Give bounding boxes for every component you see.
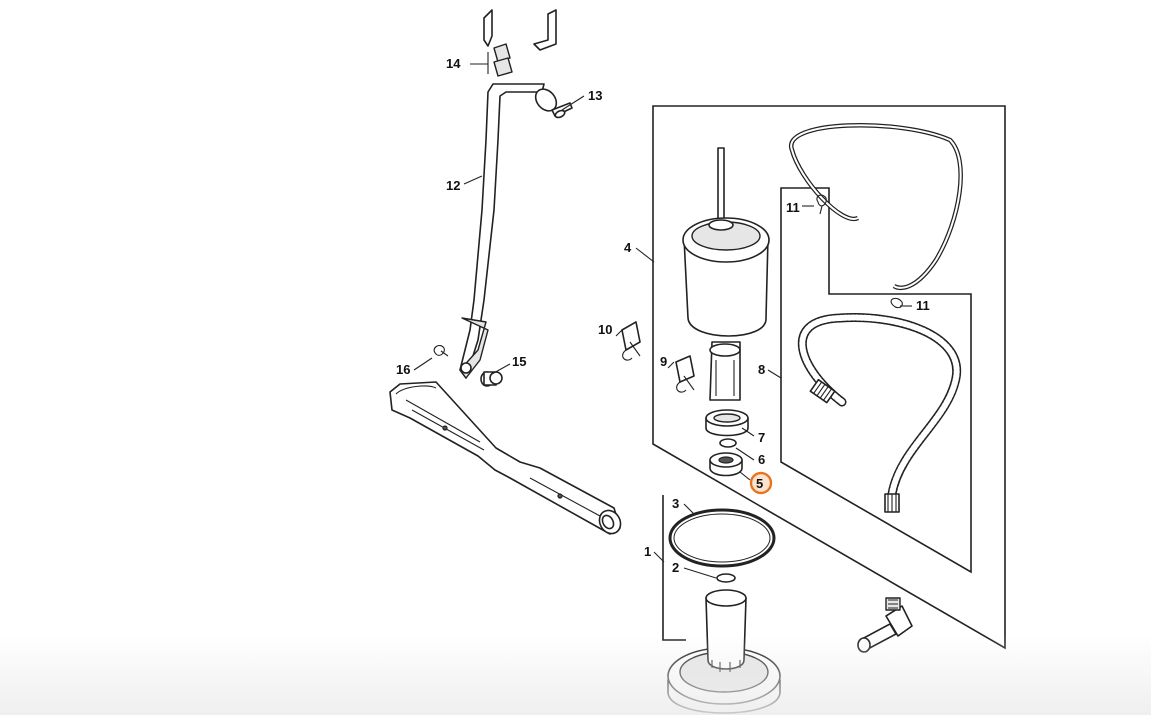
assembly-frame-8 xyxy=(780,187,972,574)
spring-clip-9 xyxy=(675,355,695,393)
o-ring-6 xyxy=(719,438,737,448)
clip-16 xyxy=(433,345,449,357)
tank-assembly xyxy=(682,147,770,401)
sleeve-15 xyxy=(480,371,503,387)
valve-5 xyxy=(709,452,743,477)
handle-rod xyxy=(459,83,558,379)
callout-9: 9 xyxy=(660,354,667,369)
callout-2: 2 xyxy=(672,560,679,575)
callout-10: 10 xyxy=(598,322,612,337)
seal-7 xyxy=(705,409,749,437)
gasket-3 xyxy=(668,508,776,568)
callout-8: 8 xyxy=(758,362,765,377)
callout-15: 15 xyxy=(512,354,526,369)
callout-16: 16 xyxy=(396,362,410,377)
callout-3: 3 xyxy=(672,496,679,511)
leader-lines xyxy=(413,52,912,579)
hose-clamp-lower xyxy=(890,297,906,309)
lower-shaft xyxy=(389,381,622,535)
callout-1: 1 xyxy=(644,544,651,559)
callout-12: 12 xyxy=(446,178,460,193)
upper-bracket xyxy=(483,9,557,77)
clear-tube-inner xyxy=(790,124,962,289)
callout-13: 13 xyxy=(588,88,602,103)
callout-5-highlight-ring xyxy=(749,471,773,495)
callout-11-upper: 11 xyxy=(786,200,800,215)
hose-clamp-upper xyxy=(816,194,827,215)
hose-8 xyxy=(797,313,962,513)
callout-4: 4 xyxy=(624,240,632,255)
clear-tube xyxy=(789,123,963,291)
outlet-fitting xyxy=(857,597,913,653)
callout-14: 14 xyxy=(446,56,461,71)
o-ring-2 xyxy=(716,573,736,583)
callout-6: 6 xyxy=(758,452,765,467)
callout-7: 7 xyxy=(758,430,765,445)
callout-11-lower: 11 xyxy=(916,298,930,313)
base-1 xyxy=(667,589,781,714)
callout-5: 5 xyxy=(756,476,763,491)
spring-clip-10 xyxy=(621,321,641,361)
